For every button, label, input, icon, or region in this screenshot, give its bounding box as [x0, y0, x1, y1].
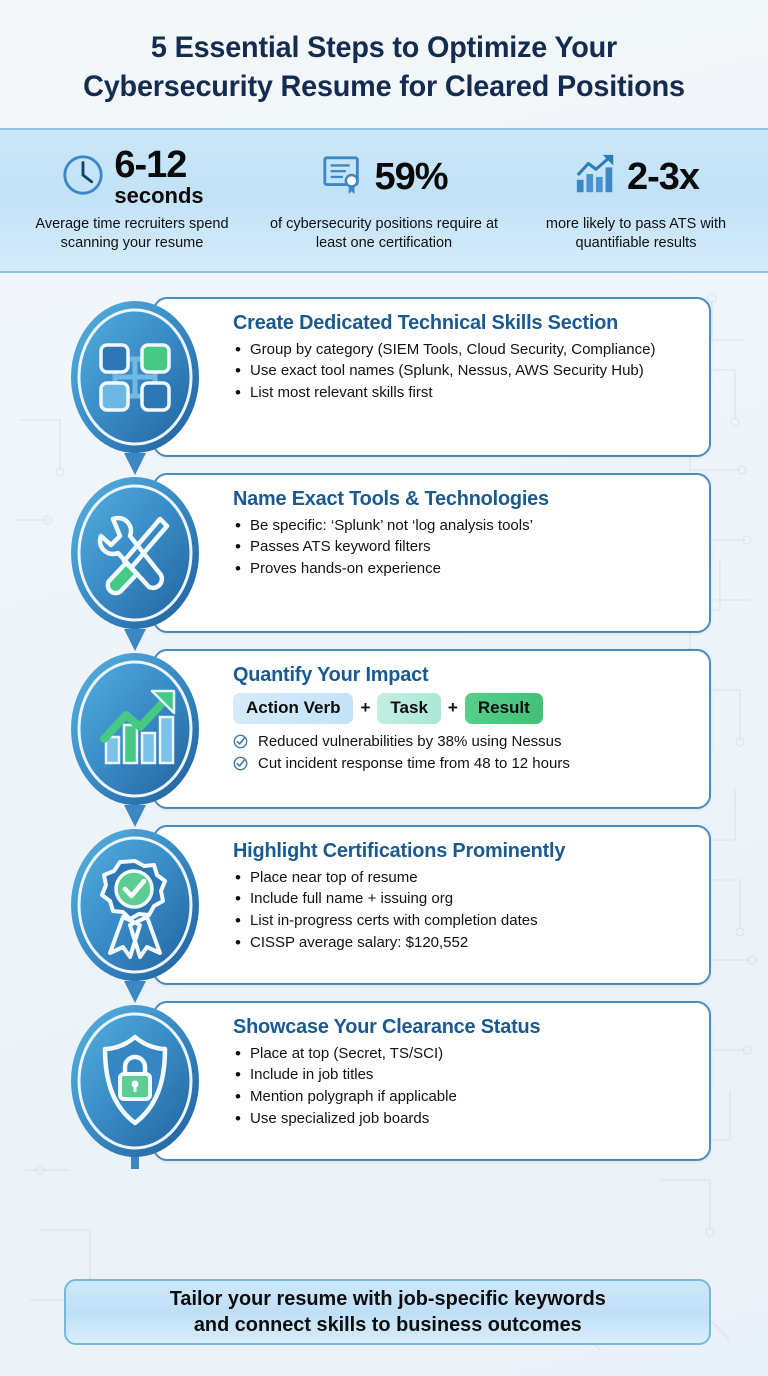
list-item: Place near top of resume: [233, 866, 695, 890]
list-item: Reduced vulnerabilities by 38% using Nes…: [233, 731, 695, 754]
step-3: Quantify Your Impact Action Verb + Task …: [0, 641, 768, 817]
list-item: Cut incident response time from 48 to 12…: [233, 753, 695, 776]
page-title: 5 Essential Steps to Optimize Your Cyber…: [38, 28, 729, 106]
page-title-line-2: Cybersecurity Resume for Cleared Positio…: [83, 70, 685, 103]
list-item: List in-progress certs with completion d…: [233, 909, 695, 933]
list-item: Use exact tool names (Splunk, Nessus, AW…: [233, 359, 695, 383]
footer-banner: Tailor your resume with job-specific key…: [64, 1279, 711, 1345]
step-2-card[interactable]: Name Exact Tools & Technologies Be speci…: [153, 472, 711, 633]
step-1-bullets: Group by category (SIEM Tools, Cloud Sec…: [233, 338, 695, 406]
impact-formula: Action Verb + Task + Result: [233, 692, 695, 724]
step-5-title: Showcase Your Clearance Status: [233, 1014, 541, 1038]
stats-bar: 6-12 seconds Average time recruiters spe…: [0, 128, 768, 273]
stat-number-block: 6-12 seconds: [114, 144, 204, 208]
stat-headline: 6-12 seconds: [12, 146, 252, 208]
step-3-title: Quantify Your Impact: [233, 662, 429, 686]
list-item: List most relevant skills first: [233, 381, 695, 405]
plus-operator-1: +: [360, 698, 371, 718]
stat-number-block: 2-3x: [626, 155, 700, 198]
step-2: Name Exact Tools & Technologies Be speci…: [0, 465, 768, 641]
steps-list: Create Dedicated Technical Skills Sectio…: [0, 273, 768, 1169]
step-5: Showcase Your Clearance Status Place at …: [0, 993, 768, 1169]
badge-result: Result: [464, 692, 543, 724]
footer-text: Tailor your resume with job-specific key…: [169, 1286, 605, 1338]
footer-line-2: and connect skills to business outcomes: [193, 1313, 582, 1336]
stat-headline: 2-3x: [516, 146, 756, 208]
certificate-icon: [320, 153, 366, 202]
stat-number-block: 59%: [374, 155, 448, 198]
step-5-bullets: Place at top (Secret, TS/SCI) Include in…: [233, 1042, 695, 1132]
step-1: Create Dedicated Technical Skills Sectio…: [0, 289, 768, 465]
stat-item-ats: 2-3x more likely to pass ATS with quanti…: [510, 146, 762, 253]
check-text: Cut incident response time from 48 to 12…: [258, 755, 570, 773]
footer-line-1: Tailor your resume with job-specific key…: [169, 1286, 606, 1310]
step-2-title: Name Exact Tools & Technologies: [233, 486, 549, 510]
stat-number: 2-3x: [626, 155, 700, 198]
growth-arrow-icon: [71, 652, 199, 805]
stat-description: of cybersecurity positions require at le…: [269, 216, 499, 251]
list-item: CISSP average salary: $120,552: [233, 931, 695, 955]
list-item: Mention polygraph if applicable: [233, 1085, 695, 1109]
award-ribbon-icon: [71, 828, 199, 981]
header: 5 Essential Steps to Optimize Your Cyber…: [0, 0, 768, 122]
network-grid-icon: [71, 300, 199, 453]
check-text: Reduced vulnerabilities by 38% using Nes…: [258, 732, 562, 750]
step-5-card[interactable]: Showcase Your Clearance Status Place at …: [153, 1000, 711, 1161]
list-item: Include full name + issuing org: [233, 887, 695, 911]
stat-number: 6-12: [114, 144, 187, 187]
step-4: Highlight Certifications Prominently Pla…: [0, 817, 768, 993]
step-3-checks: Reduced vulnerabilities by 38% using Nes…: [233, 731, 695, 776]
clock-icon: [60, 152, 106, 203]
step-1-title: Create Dedicated Technical Skills Sectio…: [233, 310, 619, 334]
check-circle-icon: [233, 734, 248, 757]
check-circle-icon: [233, 756, 248, 779]
badge-task: Task: [377, 692, 441, 724]
stat-unit: seconds: [114, 182, 204, 208]
stat-item-time: 6-12 seconds Average time recruiters spe…: [6, 146, 258, 253]
wrench-screwdriver-icon: [71, 476, 199, 629]
step-2-bullets: Be specific: ‘Splunk’ not ‘log analysis …: [233, 514, 695, 582]
page-title-line-1: 5 Essential Steps to Optimize Your: [150, 31, 618, 64]
shield-lock-icon: [71, 1004, 199, 1157]
stat-description: Average time recruiters spend scanning y…: [35, 216, 229, 251]
stat-description: more likely to pass ATS with quantifiabl…: [545, 216, 727, 251]
list-item: Group by category (SIEM Tools, Cloud Sec…: [233, 338, 695, 362]
plus-operator-2: +: [447, 698, 458, 718]
list-item: Proves hands-on experience: [233, 557, 695, 581]
list-item: Passes ATS keyword filters: [233, 535, 695, 559]
list-item: Be specific: ‘Splunk’ not ‘log analysis …: [233, 514, 695, 538]
step-3-card[interactable]: Quantify Your Impact Action Verb + Task …: [153, 648, 711, 809]
list-item: Place at top (Secret, TS/SCI): [233, 1042, 695, 1066]
badge-action-verb: Action Verb: [233, 692, 354, 724]
list-item: Use specialized job boards: [233, 1107, 695, 1131]
step-1-card[interactable]: Create Dedicated Technical Skills Sectio…: [153, 296, 711, 457]
step-4-card[interactable]: Highlight Certifications Prominently Pla…: [153, 824, 711, 985]
stat-headline: 59%: [264, 146, 504, 208]
step-4-bullets: Place near top of resume Include full na…: [233, 866, 695, 956]
growth-chart-icon: [573, 153, 619, 202]
step-4-title: Highlight Certifications Prominently: [233, 838, 566, 862]
list-item: Include in job titles: [233, 1063, 695, 1087]
stat-number: 59%: [374, 155, 448, 198]
stat-item-certification: 59% of cybersecurity positions require a…: [258, 146, 510, 253]
